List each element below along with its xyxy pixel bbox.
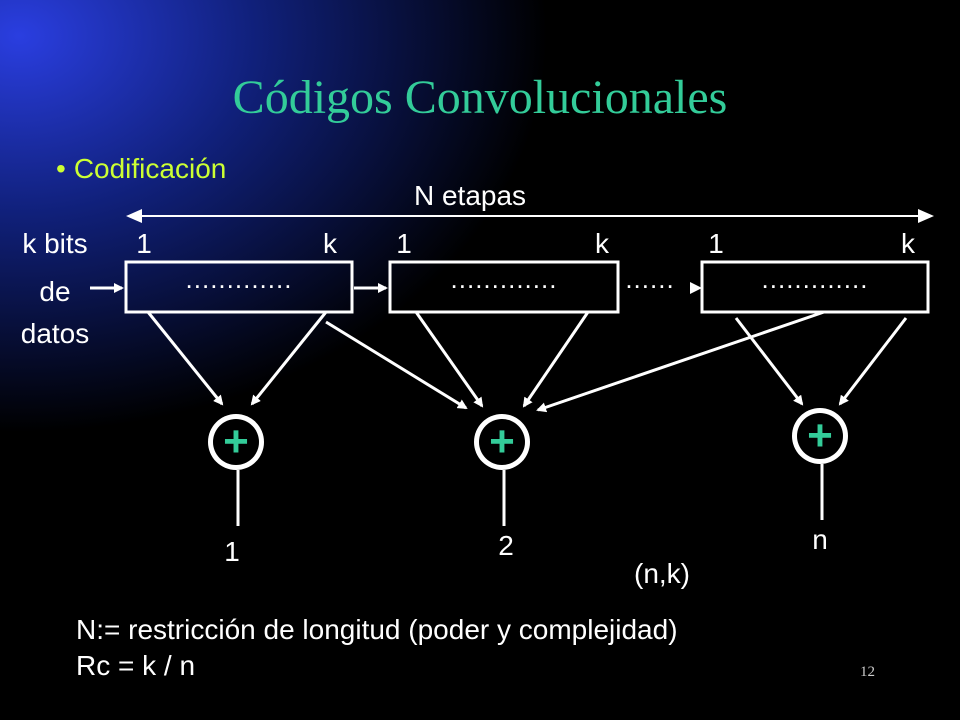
register-dots: ............. xyxy=(450,264,558,294)
stages-label: N etapas xyxy=(413,180,527,211)
input-label-line2: de xyxy=(39,276,71,307)
register-start-label: 1 xyxy=(136,228,152,259)
shift-register-3 xyxy=(700,260,930,314)
output-label-2: 2 xyxy=(498,530,514,561)
register-end-label: k xyxy=(901,228,915,259)
bullet-item: •Codificación xyxy=(56,153,226,185)
tap-line xyxy=(325,320,468,410)
tap-line xyxy=(146,311,224,406)
slide-number: 12 xyxy=(860,664,875,680)
register-dots: ............. xyxy=(185,264,293,294)
adder-n xyxy=(792,408,848,520)
code-rate-label: (n,k) xyxy=(634,558,690,589)
slide-title: Códigos Convolucionales xyxy=(232,71,728,124)
register-start-label: 1 xyxy=(708,228,724,259)
output-label-n: n xyxy=(812,524,828,555)
tap-line xyxy=(414,311,484,408)
tap-line xyxy=(522,311,590,408)
note-code-rate: Rc = k / n xyxy=(76,650,196,681)
adder-2 xyxy=(474,414,530,526)
output-label-1: 1 xyxy=(224,536,240,567)
adder-1 xyxy=(208,414,264,526)
bullet-text: Codificación xyxy=(73,153,227,184)
input-label-line1: k bits xyxy=(22,228,88,259)
adder-symbol: + xyxy=(223,417,249,466)
stages-span-arrow xyxy=(126,209,934,223)
register-start-label: 1 xyxy=(396,228,412,259)
register-link-arrowhead xyxy=(690,282,702,294)
tap-line xyxy=(536,310,825,413)
note-constraint-length: N:= restricción de longitud (poder y com… xyxy=(76,614,678,645)
register-end-label: k xyxy=(595,228,609,259)
tap-line xyxy=(250,311,328,406)
register-dots: ............. xyxy=(761,264,869,294)
register-end-label: k xyxy=(323,228,337,259)
tap-line xyxy=(838,317,908,406)
shift-register-1 xyxy=(124,260,354,314)
input-label-line3: datos xyxy=(20,318,90,349)
connector-dots: ...... xyxy=(625,264,675,294)
bullet-dot: • xyxy=(56,153,66,184)
adder-symbol: + xyxy=(807,411,833,460)
adder-symbol: + xyxy=(489,417,515,466)
tap-line xyxy=(734,317,804,406)
shift-register-2 xyxy=(388,260,620,314)
